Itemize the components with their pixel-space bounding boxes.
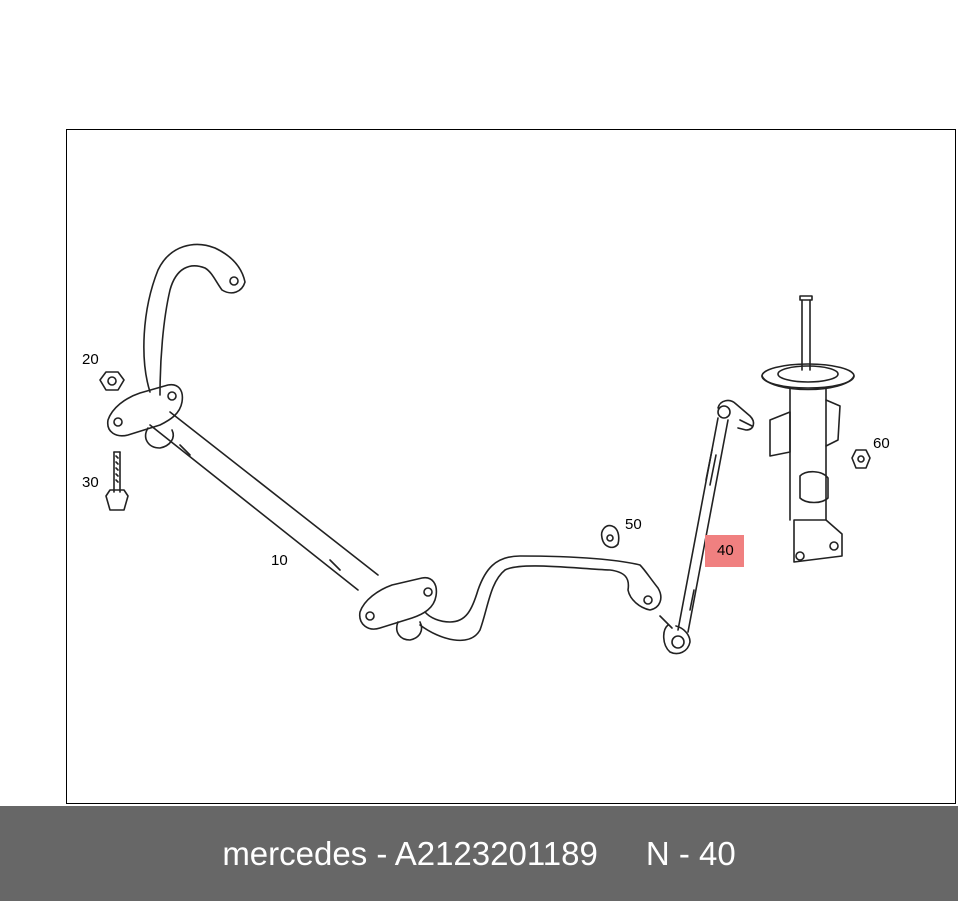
parts-diagram [99,243,871,655]
callout-30: 30 [82,474,99,491]
position-caption: N - 40 [645,834,736,872]
stabilizer-bar [106,243,662,642]
part-number-caption: mercedes - A2123201189 [222,834,598,872]
nut-50 [600,524,620,549]
footer-caption-bar: mercedes - A2123201189 N - 40 [0,806,958,901]
strut-assembly [761,295,855,563]
diagram-frame [66,129,956,804]
nut-60 [851,449,871,469]
callout-10: 10 [271,552,288,569]
callout-60: 60 [873,435,890,452]
link-rod-40 [659,399,755,655]
bolt-30 [105,451,129,511]
nut-20 [99,371,125,391]
callout-20: 20 [82,351,99,368]
callout-50: 50 [625,516,642,533]
callout-40-highlighted: 40 [705,535,744,567]
